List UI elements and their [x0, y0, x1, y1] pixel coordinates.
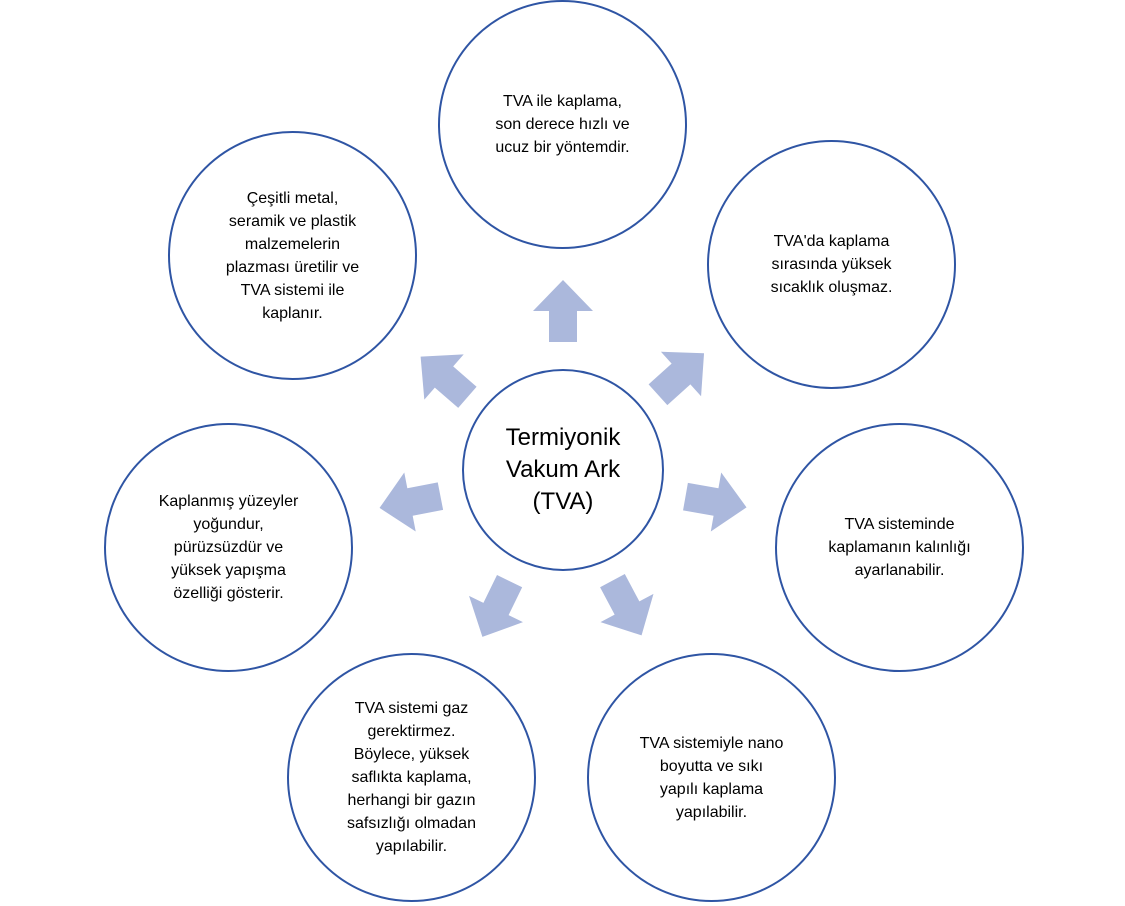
node-topright-text: TVA'da kaplama sırasında yüksek sıcaklık… [770, 233, 893, 296]
node-topright: TVA'da kaplama sırasında yüksek sıcaklık… [707, 140, 956, 389]
arrow-to-top [533, 280, 593, 342]
arrow-to-botright [600, 574, 654, 636]
node-right: TVA sisteminde kaplamanın kalınlığı ayar… [775, 423, 1024, 672]
node-left-text: Kaplanmış yüzeyler yoğundur, pürüzsüzdür… [158, 493, 299, 602]
node-botright-text: TVA sistemiyle nano boyutta ve sıkı yapı… [639, 734, 784, 821]
node-top-text: TVA ile kaplama, son derece hızlı ve ucu… [495, 93, 630, 156]
node-right-text: TVA sisteminde kaplamanın kalınlığı ayar… [828, 516, 971, 579]
arrow-to-topright [648, 351, 705, 406]
arrow-to-left [379, 472, 444, 532]
node-botright: TVA sistemiyle nano boyutta ve sıkı yapı… [587, 653, 836, 902]
arrow-to-botleft [469, 575, 523, 637]
node-topleft-text: Çeşitli metal, seramik ve plastik malzem… [225, 189, 360, 322]
node-left: Kaplanmış yüzeyler yoğundur, pürüzsüzdür… [104, 423, 353, 672]
center-node-label: Termiyonik Vakum Ark (TVA) [505, 424, 621, 515]
node-botleft-text: TVA sistemi gaz gerektirmez. Böylece, yü… [347, 700, 476, 855]
center-node: Termiyonik Vakum Ark (TVA) [462, 369, 664, 571]
node-botleft: TVA sistemi gaz gerektirmez. Böylece, yü… [287, 653, 536, 902]
arrow-to-topleft [420, 354, 477, 408]
node-top: TVA ile kaplama, son derece hızlı ve ucu… [438, 0, 687, 249]
node-topleft: Çeşitli metal, seramik ve plastik malzem… [168, 131, 417, 380]
arrow-to-right [683, 472, 747, 532]
